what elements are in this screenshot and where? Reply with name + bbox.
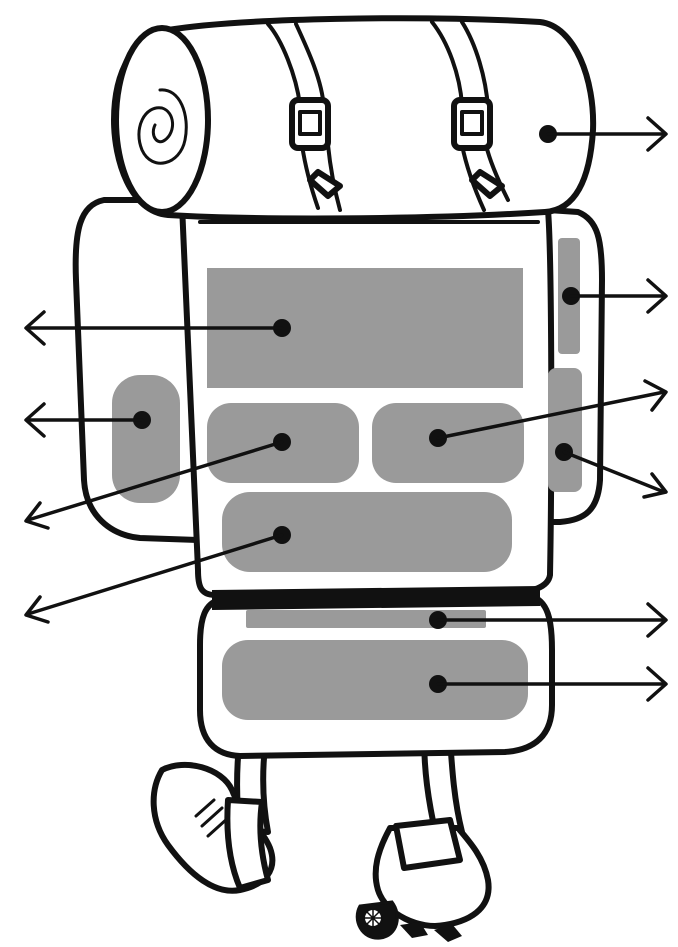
callout-arrows [24, 116, 668, 702]
compartment-middle-right [372, 403, 524, 483]
callout-side-pocket-upper-right [562, 278, 668, 314]
left-shoe [150, 761, 276, 894]
callout-side-pocket-left [24, 402, 151, 438]
compartment-lower [222, 492, 512, 572]
sleeping-roll [111, 15, 597, 222]
callout-lower-compartment [24, 526, 291, 624]
compartment-right-lower [548, 368, 582, 492]
compartment-strap-band [246, 610, 486, 628]
callout-middle-right-pocket [429, 379, 668, 447]
compartment-bottom [222, 640, 528, 720]
callout-sleeping-roll [539, 116, 668, 152]
callout-middle-left-pocket [24, 433, 291, 530]
callout-side-pocket-lower-right [555, 443, 668, 499]
callout-top-compartment [24, 310, 291, 346]
callout-strap-band [429, 602, 668, 638]
compartment-left-side [112, 375, 180, 503]
callout-bottom-compartment [429, 666, 668, 702]
right-shoe [355, 817, 492, 942]
